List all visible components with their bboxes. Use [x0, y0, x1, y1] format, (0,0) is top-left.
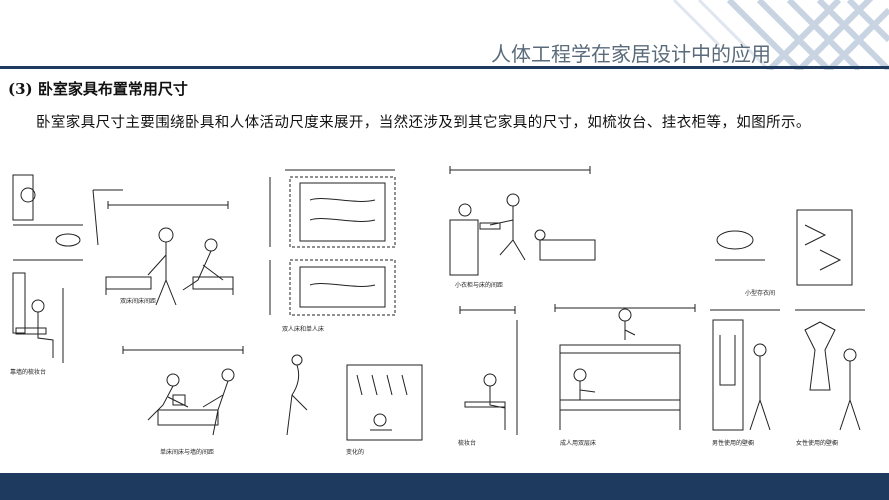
section-heading: (3) 卧室家具布置常用尺寸 [8, 80, 188, 98]
figure-male-closet [705, 300, 790, 440]
caption-figure-6: 梳妆台 [458, 440, 477, 447]
footer-bar [0, 473, 889, 500]
figure-varied [262, 350, 432, 455]
caption-figure-10: 女性使用的壁橱 [796, 440, 839, 447]
caption-figure-3: 单床间床与墙的间距 [160, 449, 215, 456]
caption-figure-11: 变化的 [346, 449, 365, 456]
section-paragraph: 卧室家具尺寸主要围绕卧具和人体活动尺度来展开，当然还涉及到其它家具的尺寸，如梳妆… [36, 115, 811, 131]
caption-figure-9: 男性使用的壁橱 [712, 440, 755, 447]
figure-bedroom-spacing [8, 165, 248, 315]
caption-figure-5: 小衣柜与床的间距 [455, 282, 504, 289]
figure-wardrobe-bed [445, 165, 600, 290]
caption-figure-7: 成人用双层床 [560, 440, 597, 447]
title-divider [0, 66, 889, 69]
figure-bunk-bed [540, 300, 700, 440]
caption-figure-1: 靠墙的梳妆台 [10, 369, 47, 376]
caption-figure-2: 双床间床间距 [120, 298, 157, 305]
caption-figure-4: 双人床和单人床 [282, 326, 325, 333]
caption-figure-8: 小型存衣间 [745, 290, 776, 297]
figure-dresser [455, 300, 530, 440]
figure-female-closet [790, 300, 875, 440]
decorative-lattice [672, 0, 889, 70]
page-title: 人体工程学在家居设计中的应用 [491, 42, 771, 66]
figure-dresser-wall [8, 268, 78, 378]
figure-single-bed-wall [118, 335, 253, 465]
figure-walk-in-closet [705, 205, 865, 290]
figure-beds-plan [260, 165, 410, 330]
